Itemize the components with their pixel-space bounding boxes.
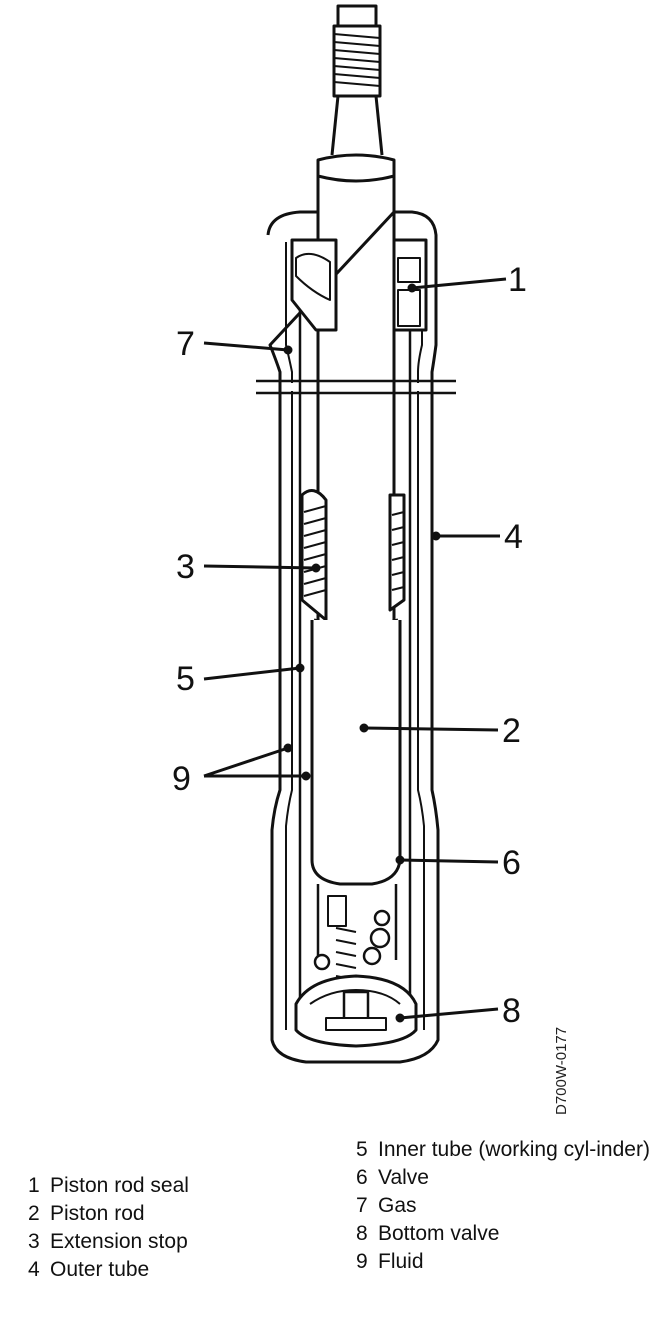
legend-num: 9 (356, 1250, 368, 1273)
legend-label: Extension stop (50, 1230, 188, 1253)
legend-label: Inner tube (working cyl-inder) (378, 1138, 650, 1161)
legend-left: 1 Piston rod seal 2 Piston rod 3 Extensi… (28, 1172, 189, 1284)
legend-num: 5 (356, 1138, 368, 1161)
legend-item-6: 6 Valve (356, 1164, 668, 1192)
legend-num: 1 (28, 1174, 40, 1197)
legend-num: 3 (28, 1230, 40, 1253)
callout-3: 3 (176, 548, 195, 586)
legend-item-4: 4 Outer tube (28, 1256, 189, 1284)
legend-num: 8 (356, 1222, 368, 1245)
shock-absorber-diagram: 1 2 3 4 5 6 7 8 9 D700W-0177 (172, 4, 570, 1115)
legend-label: Bottom valve (378, 1222, 500, 1245)
legend-item-8: 8 Bottom valve (356, 1220, 668, 1248)
legend-num: 6 (356, 1166, 368, 1189)
legend-item-7: 7 Gas (356, 1192, 668, 1220)
valve-assembly (294, 884, 418, 1048)
legend-label: Valve (378, 1166, 429, 1189)
piston (310, 620, 402, 886)
legend-num: 7 (356, 1194, 368, 1217)
callout-9: 9 (172, 760, 191, 798)
drawing-code: D700W-0177 (553, 1027, 570, 1115)
legend-item-2: 2 Piston rod (28, 1200, 189, 1228)
callout-8: 8 (502, 992, 521, 1030)
callout-6: 6 (502, 844, 521, 882)
callout-2: 2 (502, 712, 521, 750)
leader-lines (203, 277, 507, 1023)
legend-item-3: 3 Extension stop (28, 1228, 189, 1256)
callout-7: 7 (176, 325, 195, 363)
legend-right: 5 Inner tube (working cyl-inder) 6 Valve… (356, 1136, 668, 1276)
legend-num: 2 (28, 1202, 40, 1225)
legend-label: Fluid (378, 1250, 424, 1273)
rod-shoulder (316, 153, 396, 183)
legend-label: Piston rod (50, 1202, 145, 1225)
legend-item-9: 9 Fluid (356, 1248, 668, 1276)
legend-label: Piston rod seal (50, 1174, 189, 1197)
section-break (256, 379, 456, 395)
callout-numbers: 1 2 3 4 5 6 7 8 9 (172, 261, 527, 1030)
legend-item-5: 5 Inner tube (working cyl-inder) (356, 1136, 668, 1164)
callout-1: 1 (508, 261, 527, 299)
legend-label: Outer tube (50, 1258, 150, 1281)
callout-5: 5 (176, 660, 195, 698)
callout-4: 4 (504, 518, 523, 556)
legend-item-1: 1 Piston rod seal (28, 1172, 189, 1200)
extension-stop (300, 489, 406, 628)
rod-thread-stud (330, 4, 384, 156)
legend-label: Gas (378, 1194, 417, 1217)
legend-num: 4 (28, 1258, 40, 1281)
inner-tube (298, 245, 412, 1000)
rod-guide-seal (290, 238, 428, 332)
